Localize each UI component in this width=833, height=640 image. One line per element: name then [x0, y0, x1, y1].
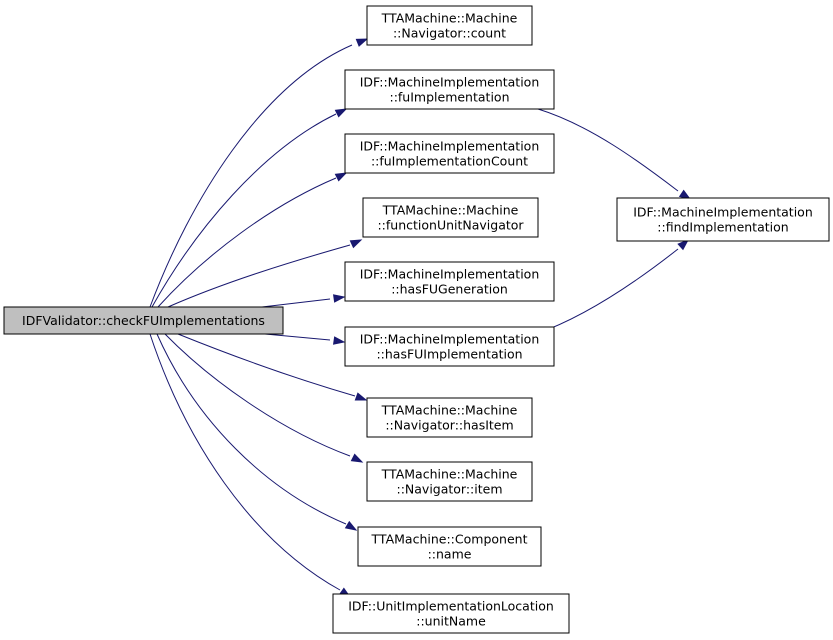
- edge-arrowhead: [354, 392, 368, 401]
- edge-line: [149, 44, 353, 308]
- node-box: [3, 306, 284, 335]
- edge-line: [157, 177, 337, 308]
- edge-arrowhead: [344, 520, 358, 531]
- edge-root-to-funcNav: [167, 239, 363, 308]
- edge-arrowhead: [355, 38, 369, 47]
- node-item[interactable]: TTAMachine::Machine::Navigator::item: [366, 461, 533, 502]
- edge-line: [535, 248, 679, 335]
- node-box: [344, 69, 555, 110]
- node-fuImpl[interactable]: IDF::MachineImplementation::fuImplementa…: [344, 69, 555, 110]
- node-label-line: ::name: [428, 547, 472, 562]
- node-box: [344, 326, 555, 367]
- edge-root-to-hasItem: [177, 333, 368, 401]
- node-label-line: TTAMachine::Component: [371, 532, 528, 547]
- edge-arrowhead: [677, 239, 690, 251]
- edge-root-to-item: [164, 333, 364, 463]
- edge-root-to-hasFUImpl: [264, 333, 346, 345]
- node-label-line: TTAMachine::Machine: [382, 203, 519, 218]
- edge-fuImpl-to-findImpl: [537, 108, 692, 200]
- edge-line: [156, 333, 347, 525]
- node-findImpl[interactable]: IDF::MachineImplementation::findImplemen…: [616, 197, 830, 242]
- edge-line: [164, 333, 351, 457]
- node-label-line: ::findImplementation: [657, 220, 788, 235]
- edge-root-to-unitName: [149, 333, 352, 598]
- edge-line: [177, 333, 356, 397]
- node-fuImplCount[interactable]: IDF::MachineImplementation::fuImplementa…: [344, 133, 555, 174]
- node-label-line: IDF::MachineImplementation: [360, 139, 540, 154]
- node-box: [616, 197, 830, 242]
- node-label-line: ::Navigator::hasItem: [385, 418, 513, 433]
- edge-line: [149, 333, 341, 591]
- edge-root-to-fuImpl: [151, 108, 348, 308]
- edge-arrowhead: [332, 294, 346, 303]
- edge-hasFUImpl-to-findImpl: [535, 239, 690, 335]
- node-hasFUImpl[interactable]: IDF::MachineImplementation::hasFUImpleme…: [344, 326, 555, 367]
- node-box: [332, 593, 570, 634]
- node-label-line: ::Navigator::count: [393, 26, 506, 41]
- node-label-line: IDF::MachineImplementation: [360, 75, 540, 90]
- node-name[interactable]: TTAMachine::Component::name: [357, 526, 542, 567]
- edge-line: [167, 244, 351, 308]
- edges-layer: [149, 38, 692, 598]
- edge-root-to-count: [149, 38, 369, 308]
- node-box: [366, 461, 533, 502]
- node-hasItem[interactable]: TTAMachine::Machine::Navigator::hasItem: [366, 397, 533, 438]
- node-box: [344, 133, 555, 174]
- node-unitName[interactable]: IDF::UnitImplementationLocation::unitNam…: [332, 593, 570, 634]
- node-label-line: IDF::MachineImplementation: [633, 205, 813, 220]
- edge-line: [151, 113, 337, 308]
- node-label-line: ::hasFUGeneration: [391, 282, 508, 297]
- node-label-line: ::unitName: [416, 614, 486, 629]
- node-label-line: ::hasFUImplementation: [376, 347, 522, 362]
- edge-root-to-fuImplCount: [157, 172, 348, 308]
- node-count[interactable]: TTAMachine::Machine::Navigator::count: [366, 5, 533, 46]
- edge-arrowhead: [332, 336, 346, 345]
- node-box: [366, 397, 533, 438]
- node-hasFUGen[interactable]: IDF::MachineImplementation::hasFUGenerat…: [344, 261, 555, 302]
- node-label-line: IDF::MachineImplementation: [360, 267, 540, 282]
- node-label-line: IDF::UnitImplementationLocation: [348, 599, 554, 614]
- node-label-line: TTAMachine::Machine: [381, 467, 518, 482]
- node-root[interactable]: IDFValidator::checkFUImplementations: [3, 306, 284, 335]
- edge-arrowhead: [334, 172, 348, 182]
- node-box: [362, 197, 539, 238]
- node-label-line: IDFValidator::checkFUImplementations: [22, 313, 265, 328]
- node-label-line: ::fuImplementation: [389, 90, 509, 105]
- node-label-line: ::functionUnitNavigator: [377, 218, 524, 233]
- nodes-layer: IDFValidator::checkFUImplementationsTTAM…: [3, 5, 830, 634]
- edge-root-to-hasFUGen: [261, 294, 346, 308]
- node-box: [344, 261, 555, 302]
- node-box: [357, 526, 542, 567]
- edge-arrowhead: [349, 239, 363, 249]
- node-label-line: IDF::MachineImplementation: [360, 332, 540, 347]
- edge-line: [537, 108, 679, 192]
- node-funcNav[interactable]: TTAMachine::Machine::functionUnitNavigat…: [362, 197, 539, 238]
- node-label-line: ::fuImplementationCount: [371, 154, 528, 169]
- node-label-line: ::Navigator::item: [396, 482, 502, 497]
- edge-root-to-name: [156, 333, 358, 531]
- edge-line: [264, 333, 331, 341]
- edge-arrowhead: [334, 108, 348, 118]
- node-label-line: TTAMachine::Machine: [381, 11, 518, 26]
- edge-line: [261, 298, 331, 308]
- node-box: [366, 5, 533, 46]
- node-label-line: TTAMachine::Machine: [381, 403, 518, 418]
- edge-arrowhead: [350, 453, 364, 463]
